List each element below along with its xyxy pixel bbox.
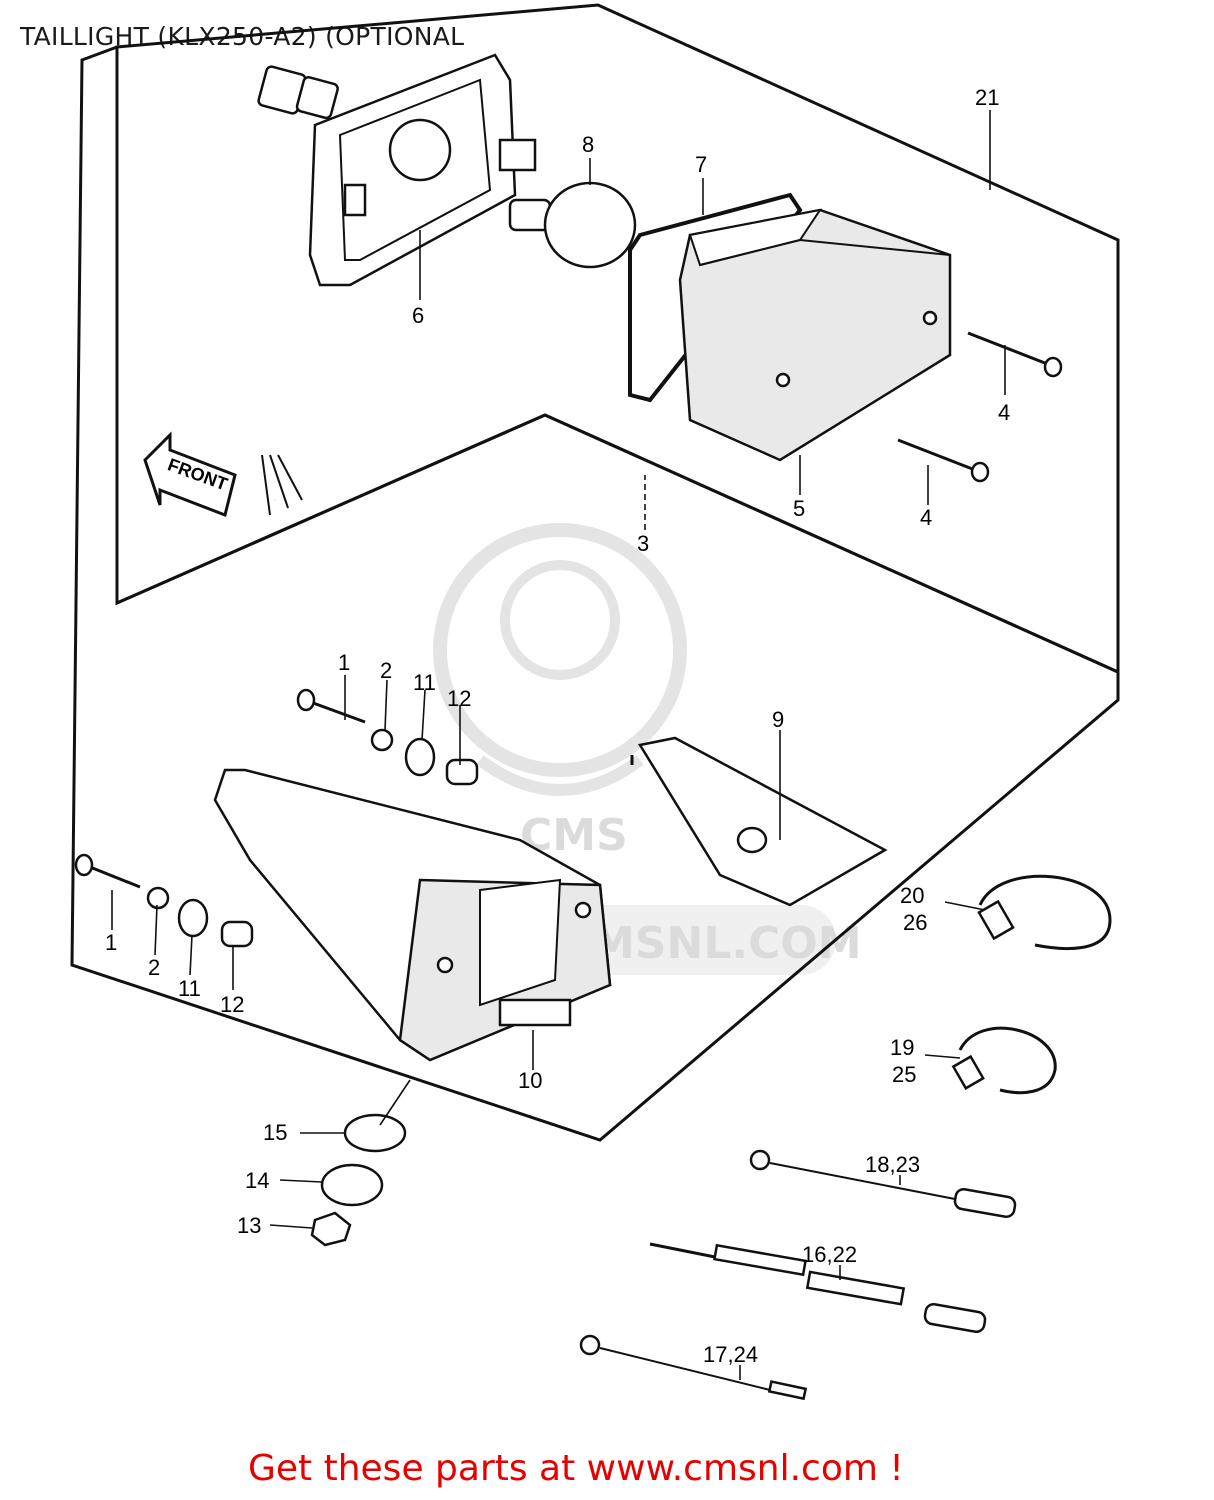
lamp-base-part-6: [308, 53, 537, 287]
callout-7: 7: [695, 152, 707, 177]
lens-part-5: [678, 208, 952, 462]
nut-part-13: [310, 1211, 352, 1247]
callout-10: 10: [518, 1068, 542, 1093]
callout-13: 13: [237, 1213, 261, 1238]
callout-3: 3: [637, 531, 649, 556]
callout-15: 15: [263, 1120, 287, 1145]
wire-harness: [145, 65, 339, 516]
callout-4-lower: 4: [920, 505, 932, 530]
callout-11-upper: 11: [413, 670, 436, 695]
leader-lines: [111, 110, 1006, 1380]
callout-9: 9: [772, 707, 784, 732]
washer-part-15: [343, 1113, 407, 1153]
callout-1-upper: 1: [338, 650, 350, 675]
callout-18-23: 18,23: [865, 1152, 920, 1177]
callout-12-lower: 12: [220, 992, 244, 1017]
grommet-part-14: [320, 1163, 384, 1207]
gasket-part-7: [628, 192, 803, 403]
screw-part-4-lower: [897, 438, 990, 483]
washer-part-2-lower: [146, 886, 170, 910]
wire-part-16-22: [649, 1242, 987, 1334]
callout-17-24: 17,24: [703, 1342, 758, 1367]
callout-1-lower: 1: [105, 930, 117, 955]
callout-21: 21: [975, 85, 999, 110]
callout-26: 26: [903, 910, 927, 935]
lower-assembly-frame: [70, 44, 1120, 1142]
wire-part-18-23: [749, 1149, 1017, 1219]
callout-19: 19: [890, 1035, 914, 1060]
strap-part-20-26: [978, 874, 1112, 951]
callout-11-lower: 11: [178, 976, 201, 1001]
strap-part-19-25: [958, 1026, 1057, 1095]
collar-part-12-upper: [445, 758, 479, 786]
callout-2-lower: 2: [148, 955, 160, 980]
bolt-part-1-upper: [296, 688, 366, 724]
callout-14: 14: [245, 1168, 269, 1193]
promo-link[interactable]: Get these parts at www.cmsnl.com !: [248, 1448, 904, 1489]
callout-2-upper: 2: [380, 658, 392, 683]
callout-5: 5: [793, 496, 805, 521]
wire-part-17-24: [579, 1334, 808, 1401]
bulb-part-8: [508, 181, 637, 269]
washer-part-11-upper: [404, 737, 436, 777]
front-arrow: FRONT: [143, 431, 237, 518]
bracket-part-9: [630, 736, 888, 907]
callout-8: 8: [582, 132, 594, 157]
callout-20: 20: [900, 883, 924, 908]
collar-part-12-lower: [220, 920, 254, 948]
screw-part-4-upper: [967, 331, 1063, 378]
washer-part-11-lower: [177, 898, 209, 938]
bolt-part-1-lower: [74, 853, 141, 889]
washer-part-2-upper: [370, 728, 394, 752]
callouts: 21 8 7 6 4 5 4 3 1 2 11 12 9 1 2 11 12 1…: [105, 85, 1010, 1367]
callout-25: 25: [892, 1062, 916, 1087]
callout-4-upper: 4: [998, 400, 1010, 425]
callout-16-22: 16,22: [802, 1242, 857, 1267]
callout-12-upper: 12: [447, 686, 471, 711]
callout-6: 6: [412, 303, 424, 328]
housing-part-10: [213, 768, 612, 1062]
